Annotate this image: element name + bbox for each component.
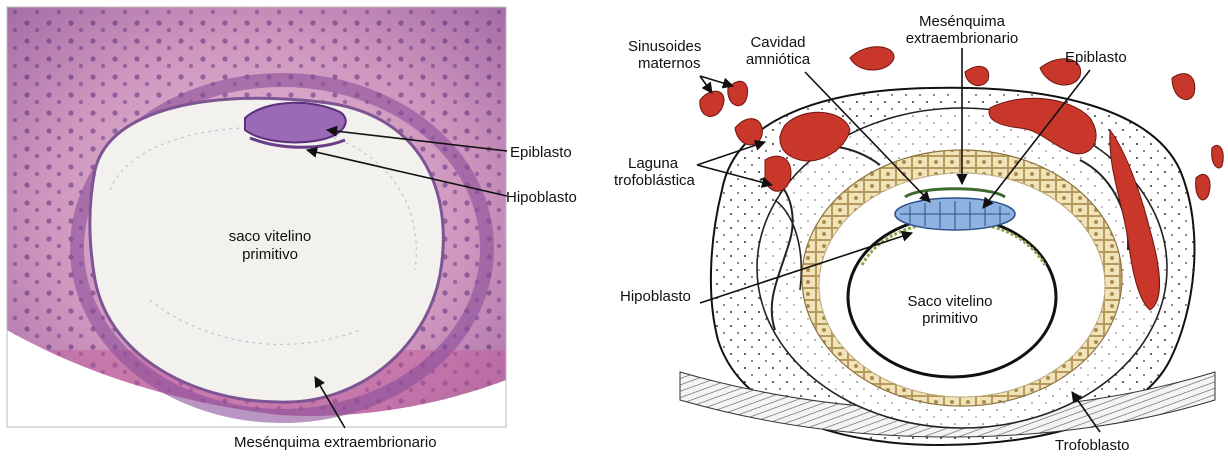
sinusoid-10 bbox=[1172, 74, 1195, 100]
right-amniotic-label-1: Cavidad bbox=[750, 34, 805, 51]
right-yolk-sac-label-2: primitivo bbox=[922, 310, 978, 327]
sinusoid-13 bbox=[765, 156, 791, 191]
left-yolk-sac-label-1: saco vitelino bbox=[229, 228, 312, 245]
diagram-panel bbox=[680, 47, 1223, 445]
right-trophoblast-label: Trofoblasto bbox=[1055, 437, 1129, 454]
sinusoid-5 bbox=[850, 47, 894, 70]
right-mesenchyme-label-1: Mesénquima bbox=[919, 13, 1006, 30]
left-epiblast-label: Epiblasto bbox=[510, 144, 572, 161]
sinusoid-3 bbox=[735, 119, 762, 145]
right-lacuna-label-1: Laguna bbox=[628, 155, 679, 172]
right-sinusoids-label-2: maternos bbox=[638, 55, 701, 72]
epiblast-cells bbox=[245, 103, 346, 143]
sinusoid-11 bbox=[1196, 174, 1210, 200]
right-hypoblast-label: Hipoblasto bbox=[620, 288, 691, 305]
left-mesenchyme-label: Mesénquima extraembrionario bbox=[234, 434, 437, 451]
sinusoid-1 bbox=[700, 91, 724, 116]
sinusoid-12 bbox=[1212, 145, 1224, 168]
right-lacuna-label-2: trofoblástica bbox=[614, 172, 696, 189]
micrograph-panel bbox=[7, 7, 506, 427]
right-sinusoids-label-1: Sinusoides bbox=[628, 38, 701, 55]
left-yolk-sac-label-2: primitivo bbox=[242, 246, 298, 263]
right-amniotic-label-2: amniótica bbox=[746, 51, 811, 68]
sinusoid-6 bbox=[965, 66, 989, 85]
right-epiblast-label: Epiblasto bbox=[1065, 49, 1127, 66]
right-yolk-sac-label-1: Saco vitelino bbox=[907, 293, 992, 310]
right-mesenchyme-label-2: extraembrionario bbox=[906, 30, 1019, 47]
left-hypoblast-label: Hipoblasto bbox=[506, 189, 577, 206]
right-sinusoids-arrow-2 bbox=[700, 76, 733, 86]
